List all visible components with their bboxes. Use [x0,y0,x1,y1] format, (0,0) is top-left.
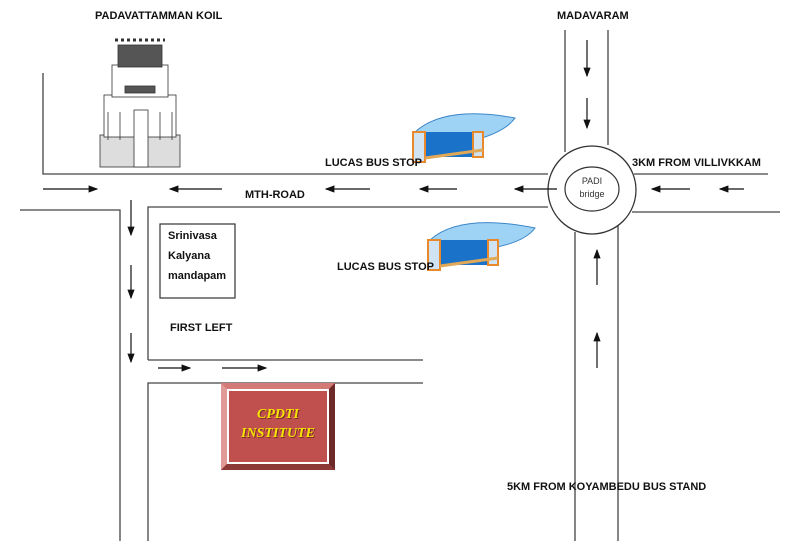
road-edge-left-stub [20,209,121,541]
roundabout-line: PADI [581,176,603,186]
bus-stop-top-label: LUCAS BUS STOP [325,157,422,169]
mandapam-label: Srinivasa Kalyana mandapam [168,226,226,286]
roundabout-inner [564,166,620,212]
roundabout-line: bridge [579,189,605,199]
east-label: 3KM FROM VILLIVKKAM [632,157,761,169]
first-left-label: FIRST LEFT [170,322,233,334]
mandapam-line: mandapam [168,270,227,282]
bus-stop-icon [427,222,536,271]
bus-stop-icon [412,113,516,163]
roundabout-label: PADI bridge [565,175,619,201]
bus-stop-bottom-label: LUCAS BUS STOP [337,261,434,273]
mandapam-line: Srinivasa [168,230,217,242]
direction-arrows [43,40,744,372]
institute-line: INSTITUTE [241,426,315,441]
north-label: MADAVARAM [557,10,629,22]
temple-label: PADAVATTAMMAN KOIL [95,10,223,22]
institute-label: CPDTI INSTITUTE [228,405,328,443]
mandapam-line: Kalyana [168,250,211,262]
institute-box [221,383,335,470]
road-label: MTH-ROAD [245,189,305,201]
temple-icon [99,38,181,168]
south-label: 5KM FROM KOYAMBEDU BUS STAND [507,481,707,493]
road-edge-top-left [42,73,548,175]
road-edge-mth-lower [147,206,548,360]
institute-line: CPDTI [257,407,299,422]
mandapam-box [159,223,236,299]
